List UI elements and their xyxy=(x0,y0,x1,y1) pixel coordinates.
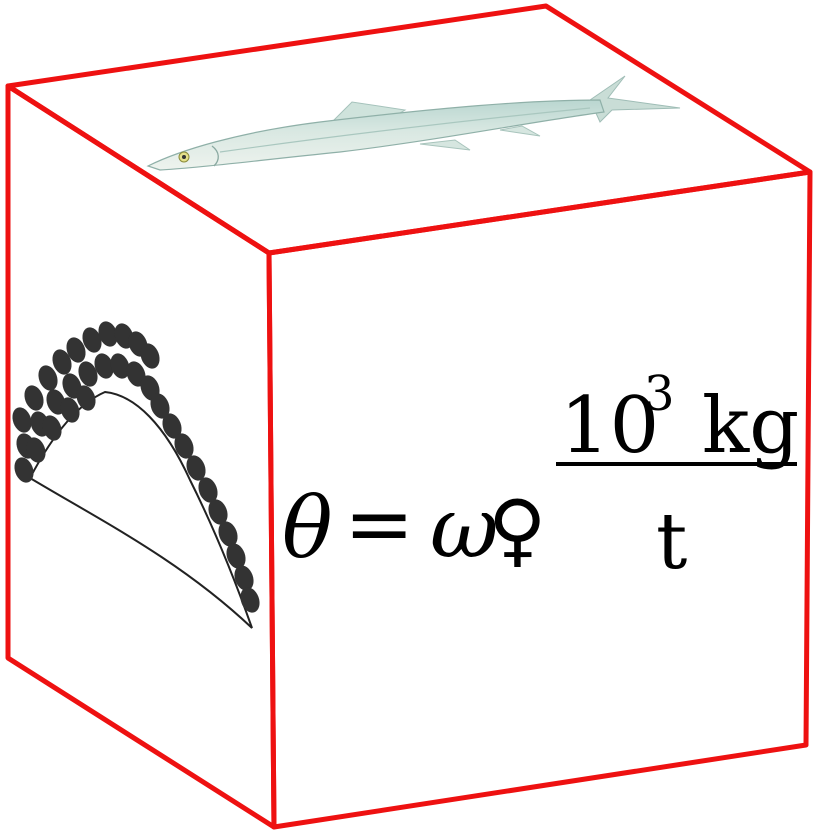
formula-numerator-base: 10 xyxy=(560,381,659,471)
arc-bead xyxy=(60,397,80,423)
cube-edges xyxy=(5,3,813,830)
arc-bead xyxy=(226,543,246,569)
arc-bead xyxy=(52,349,72,375)
fish-gill xyxy=(211,145,219,167)
formula-numerator-exponent: 3 xyxy=(644,366,675,422)
arc-beads xyxy=(12,321,260,613)
top-face-fish xyxy=(146,75,681,171)
fish-pupil xyxy=(182,155,186,159)
arc-bead xyxy=(24,385,44,411)
arc-bead xyxy=(162,413,182,439)
left-face-arc xyxy=(12,321,260,629)
arc-bead xyxy=(150,393,170,419)
fish-body xyxy=(146,99,605,171)
arc-bead xyxy=(94,353,114,379)
fish-lower-fin-2 xyxy=(499,125,541,137)
arc-bead xyxy=(26,437,46,463)
front-face-formula: θ = ω ♀ 10 3 kg t xyxy=(282,366,799,587)
arc-bead xyxy=(82,327,102,353)
fish-tail xyxy=(589,75,681,123)
arc-bead xyxy=(198,477,218,503)
arc-bead xyxy=(42,415,62,441)
arc-bead xyxy=(76,385,96,411)
arc-bead xyxy=(126,361,146,387)
arc-bead xyxy=(208,499,228,525)
arc-bead xyxy=(234,565,254,591)
arc-bead xyxy=(140,343,160,369)
arc-bead xyxy=(240,587,260,613)
arc-bead xyxy=(78,361,98,387)
arc-bead xyxy=(186,455,206,481)
arc-bead xyxy=(110,353,130,379)
arc-bead xyxy=(218,521,238,547)
formula-denominator: t xyxy=(656,497,687,587)
formula-equals: = xyxy=(344,475,414,573)
arc-bead xyxy=(66,337,86,363)
arc-bead xyxy=(14,457,34,483)
formula-numerator-unit: kg xyxy=(702,381,799,471)
fish-lateral-line xyxy=(219,107,591,153)
arc-bead xyxy=(38,365,58,391)
formula-lhs: θ xyxy=(282,479,333,577)
formula-venus-symbol: ♀ xyxy=(488,483,546,576)
arc-bead xyxy=(98,321,118,347)
cube-left-face-outline xyxy=(5,83,277,830)
arc-bead xyxy=(174,433,194,459)
fish-lower-fin xyxy=(419,139,471,151)
formula-omega: ω xyxy=(430,479,499,577)
arc-bead xyxy=(12,407,32,433)
